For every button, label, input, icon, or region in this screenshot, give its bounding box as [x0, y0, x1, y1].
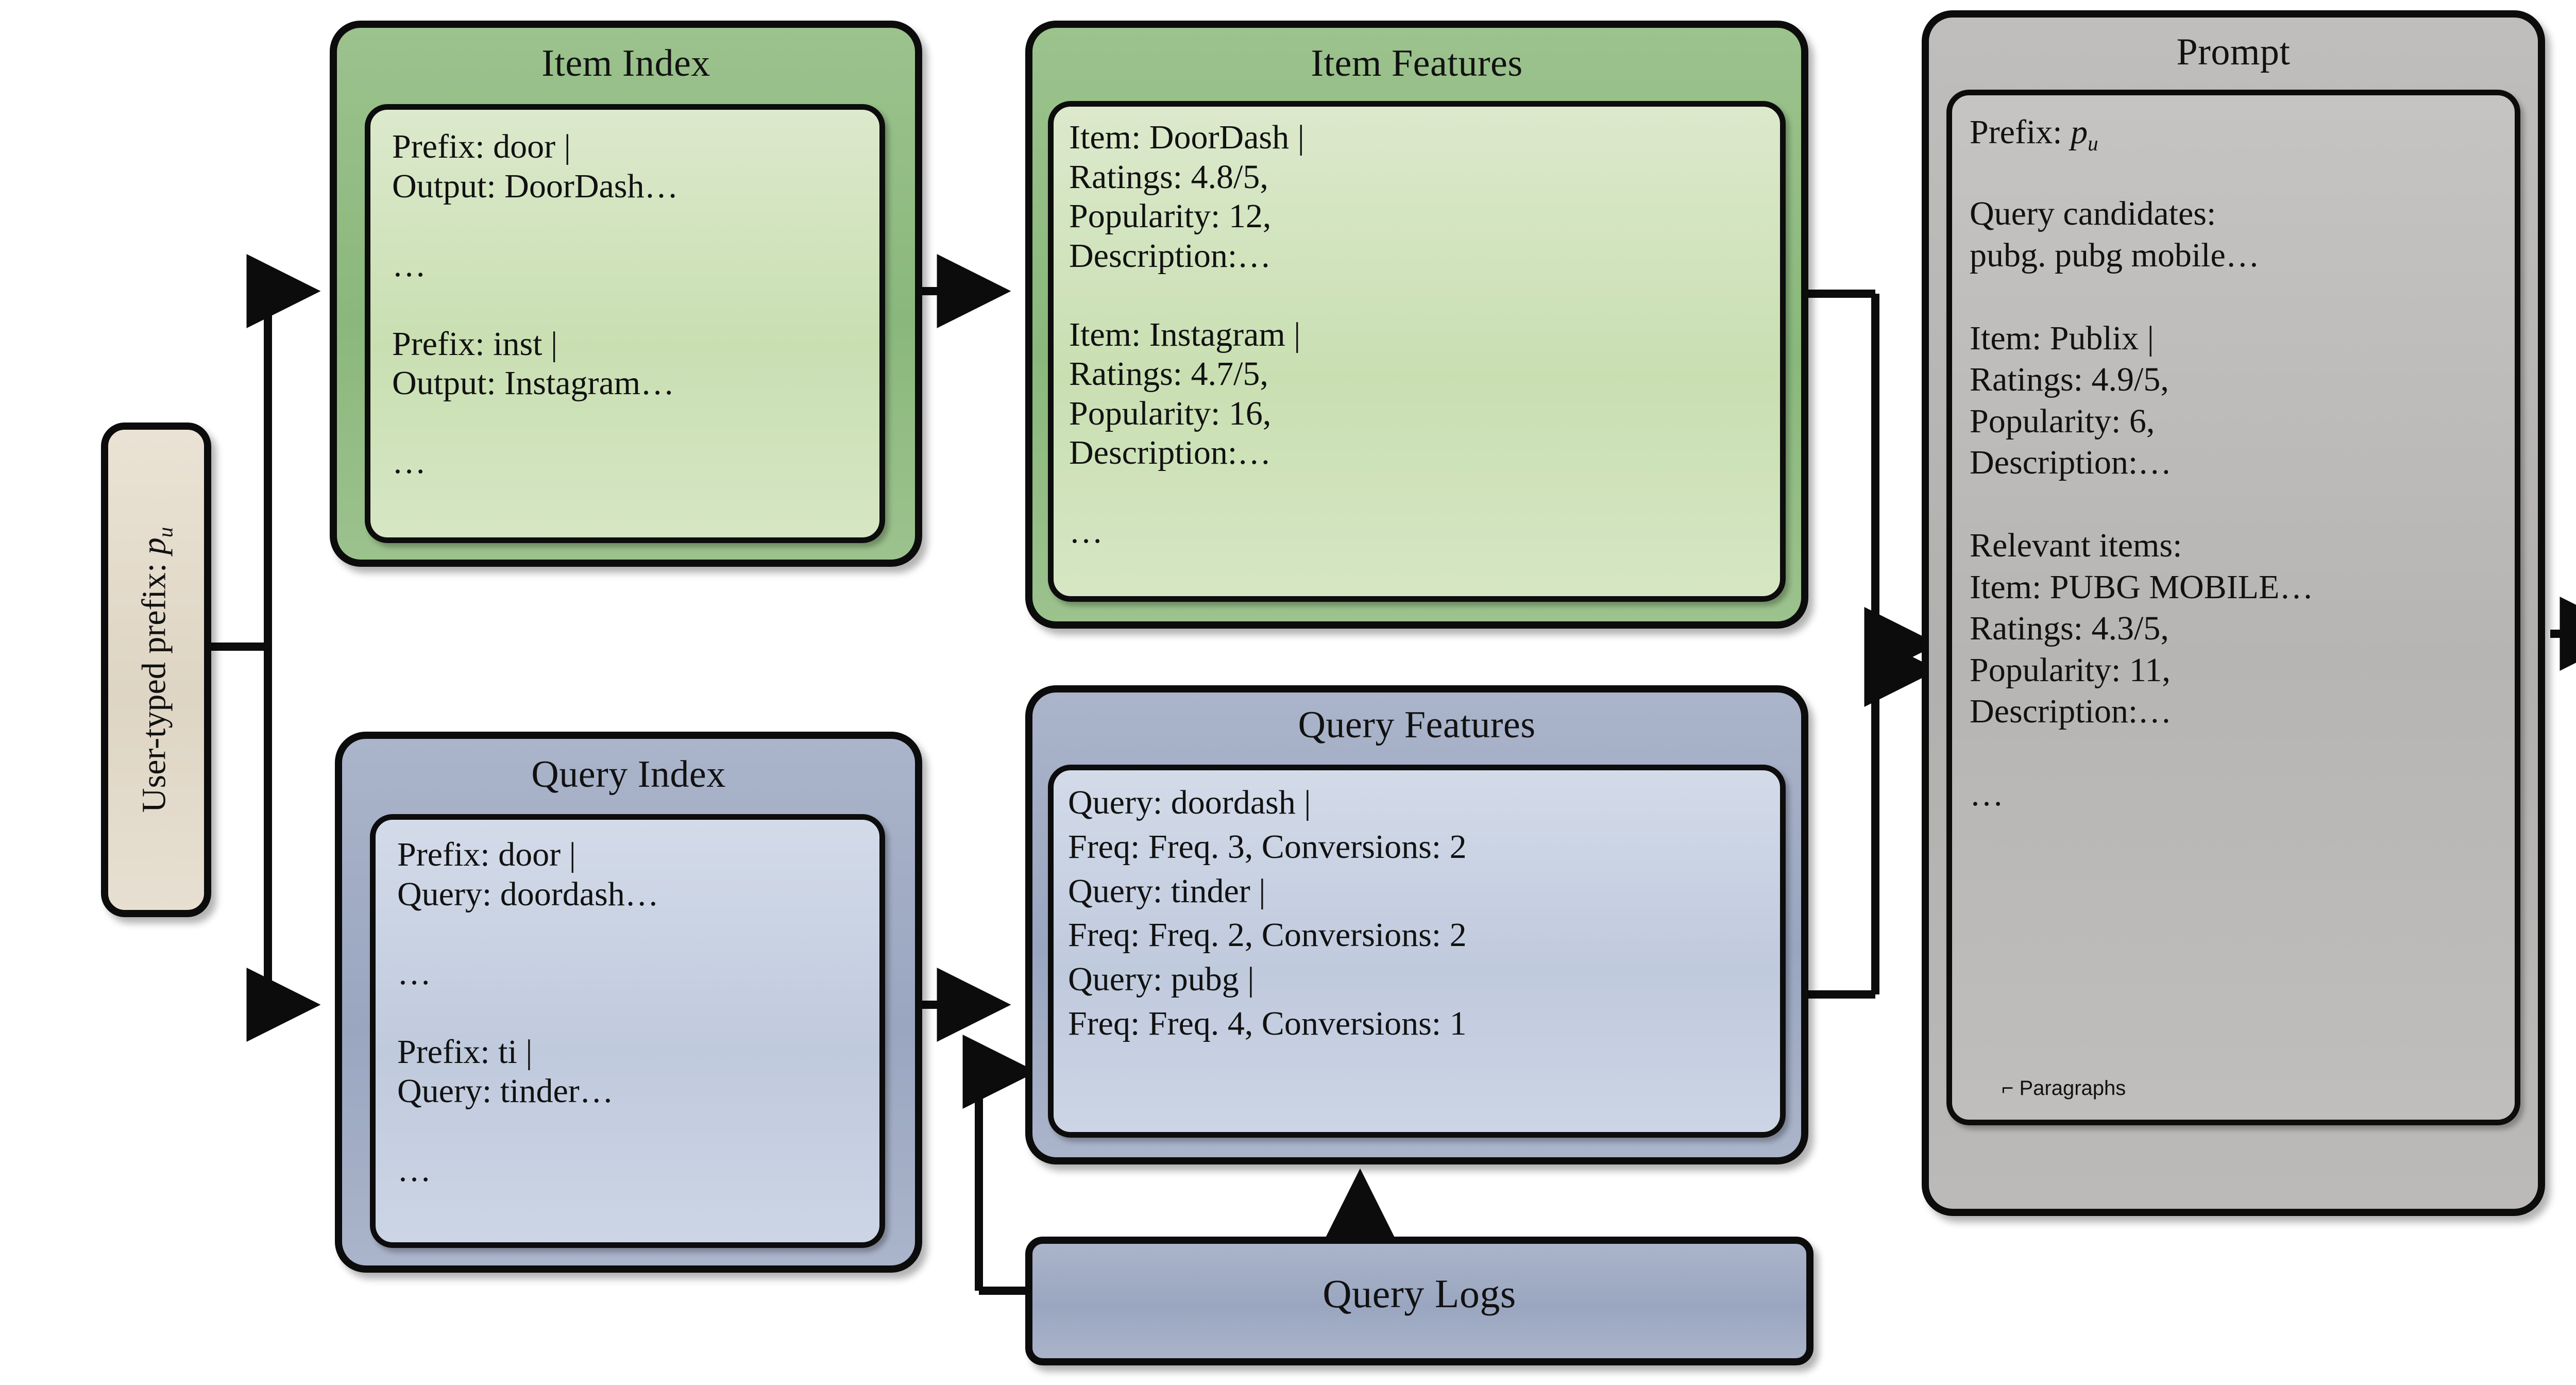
user-prefix-box: User-typed prefix: pu: [101, 423, 211, 917]
item-index-content: Prefix: door | Output: DoorDash… … Prefi…: [392, 128, 679, 481]
item-features-inner-panel: Item: DoorDash | Ratings: 4.8/5, Popular…: [1048, 101, 1786, 602]
prompt-content: Query candidates: pubg. pubg mobile… Ite…: [1970, 195, 2314, 814]
prompt-title: Prompt: [2176, 31, 2291, 73]
user-prefix-label: User-typed prefix: pu: [135, 527, 177, 813]
query-index-content: Prefix: door | Query: doordash… … Prefix…: [397, 836, 659, 1189]
prompt-prefix-line: Prefix: pu: [1970, 113, 2098, 156]
query-features-inner-panel: Query: doordash | Freq: Freq. 3, Convers…: [1048, 765, 1786, 1138]
item-index-title: Item Index: [541, 42, 710, 85]
item-features-card: Item Features Item: DoorDash | Ratings: …: [1025, 21, 1808, 629]
prompt-inner-panel: Prefix: pu Query candidates: pubg. pubg …: [1946, 90, 2520, 1125]
prompt-card: Prompt Prefix: pu Query candidates: pubg…: [1922, 10, 2545, 1216]
query-logs-title: Query Logs: [1323, 1271, 1516, 1316]
query-features-content: Query: doordash | Freq: Freq. 3, Convers…: [1068, 784, 1467, 1042]
query-logs-card: Query Logs: [1025, 1237, 1814, 1365]
query-index-card: Query Index Prefix: door | Query: doorda…: [335, 732, 922, 1273]
query-index-title: Query Index: [531, 753, 726, 796]
query-features-title: Query Features: [1298, 704, 1536, 746]
item-features-title: Item Features: [1311, 42, 1523, 85]
item-index-inner-panel: Prefix: door | Output: DoorDash… … Prefi…: [365, 104, 885, 543]
item-index-card: Item Index Prefix: door | Output: DoorDa…: [330, 21, 922, 567]
query-index-inner-panel: Prefix: door | Query: doordash… … Prefix…: [370, 814, 885, 1248]
prompt-paragraph-note: ⌐ Paragraphs: [2002, 1077, 2126, 1100]
item-features-content: Item: DoorDash | Ratings: 4.8/5, Popular…: [1069, 119, 1304, 551]
query-features-card: Query Features Query: doordash | Freq: F…: [1025, 685, 1808, 1164]
